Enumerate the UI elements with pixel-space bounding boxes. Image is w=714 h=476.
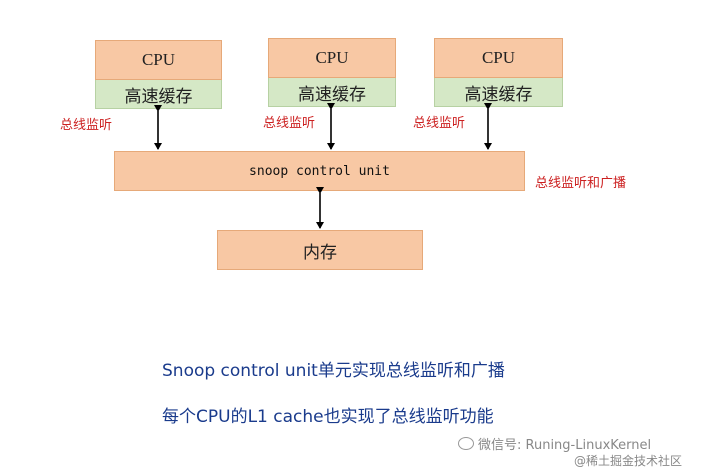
- caption-2: 每个CPU的L1 cache也实现了总线监听功能: [162, 407, 494, 427]
- wechat-icon: [458, 437, 474, 450]
- cpu-1-box: CPU: [95, 40, 222, 80]
- snoop-control-unit-label: snoop control unit: [249, 163, 390, 179]
- memory-box: 内存: [217, 230, 423, 270]
- cpu-1-cache-box: 高速缓存: [95, 80, 222, 109]
- watermark-wechat: 微信号: Runing-LinuxKernel: [458, 434, 651, 453]
- cpu-2-cache-box: 高速缓存: [268, 78, 396, 107]
- watermark-community: @稀土掘金技术社区: [574, 454, 683, 468]
- cpu-2-box: CPU: [268, 38, 396, 78]
- memory-label: 内存: [303, 242, 337, 263]
- cpu-1-label: CPU: [141, 50, 176, 69]
- cpu-3-cache-box: 高速缓存: [434, 78, 563, 107]
- watermark-wechat-text: 微信号: Runing-LinuxKernel: [478, 438, 652, 453]
- cpu-3-cache-label: 高速缓存: [464, 84, 533, 105]
- cpu-3-box: CPU: [434, 38, 563, 78]
- bus-snoop-label-1: 总线监听: [60, 118, 113, 133]
- cpu-2-label: CPU: [315, 48, 349, 67]
- scu-side-label: 总线监听和广播: [535, 176, 627, 191]
- cpu-1-cache-label: 高速缓存: [124, 86, 193, 107]
- cpu-3-label: CPU: [481, 48, 516, 67]
- bus-snoop-label-2: 总线监听: [263, 116, 316, 131]
- caption-1: Snoop control unit单元实现总线监听和广播: [162, 361, 505, 381]
- bus-snoop-label-3: 总线监听: [413, 116, 466, 131]
- cpu-2-cache-label: 高速缓存: [298, 84, 366, 105]
